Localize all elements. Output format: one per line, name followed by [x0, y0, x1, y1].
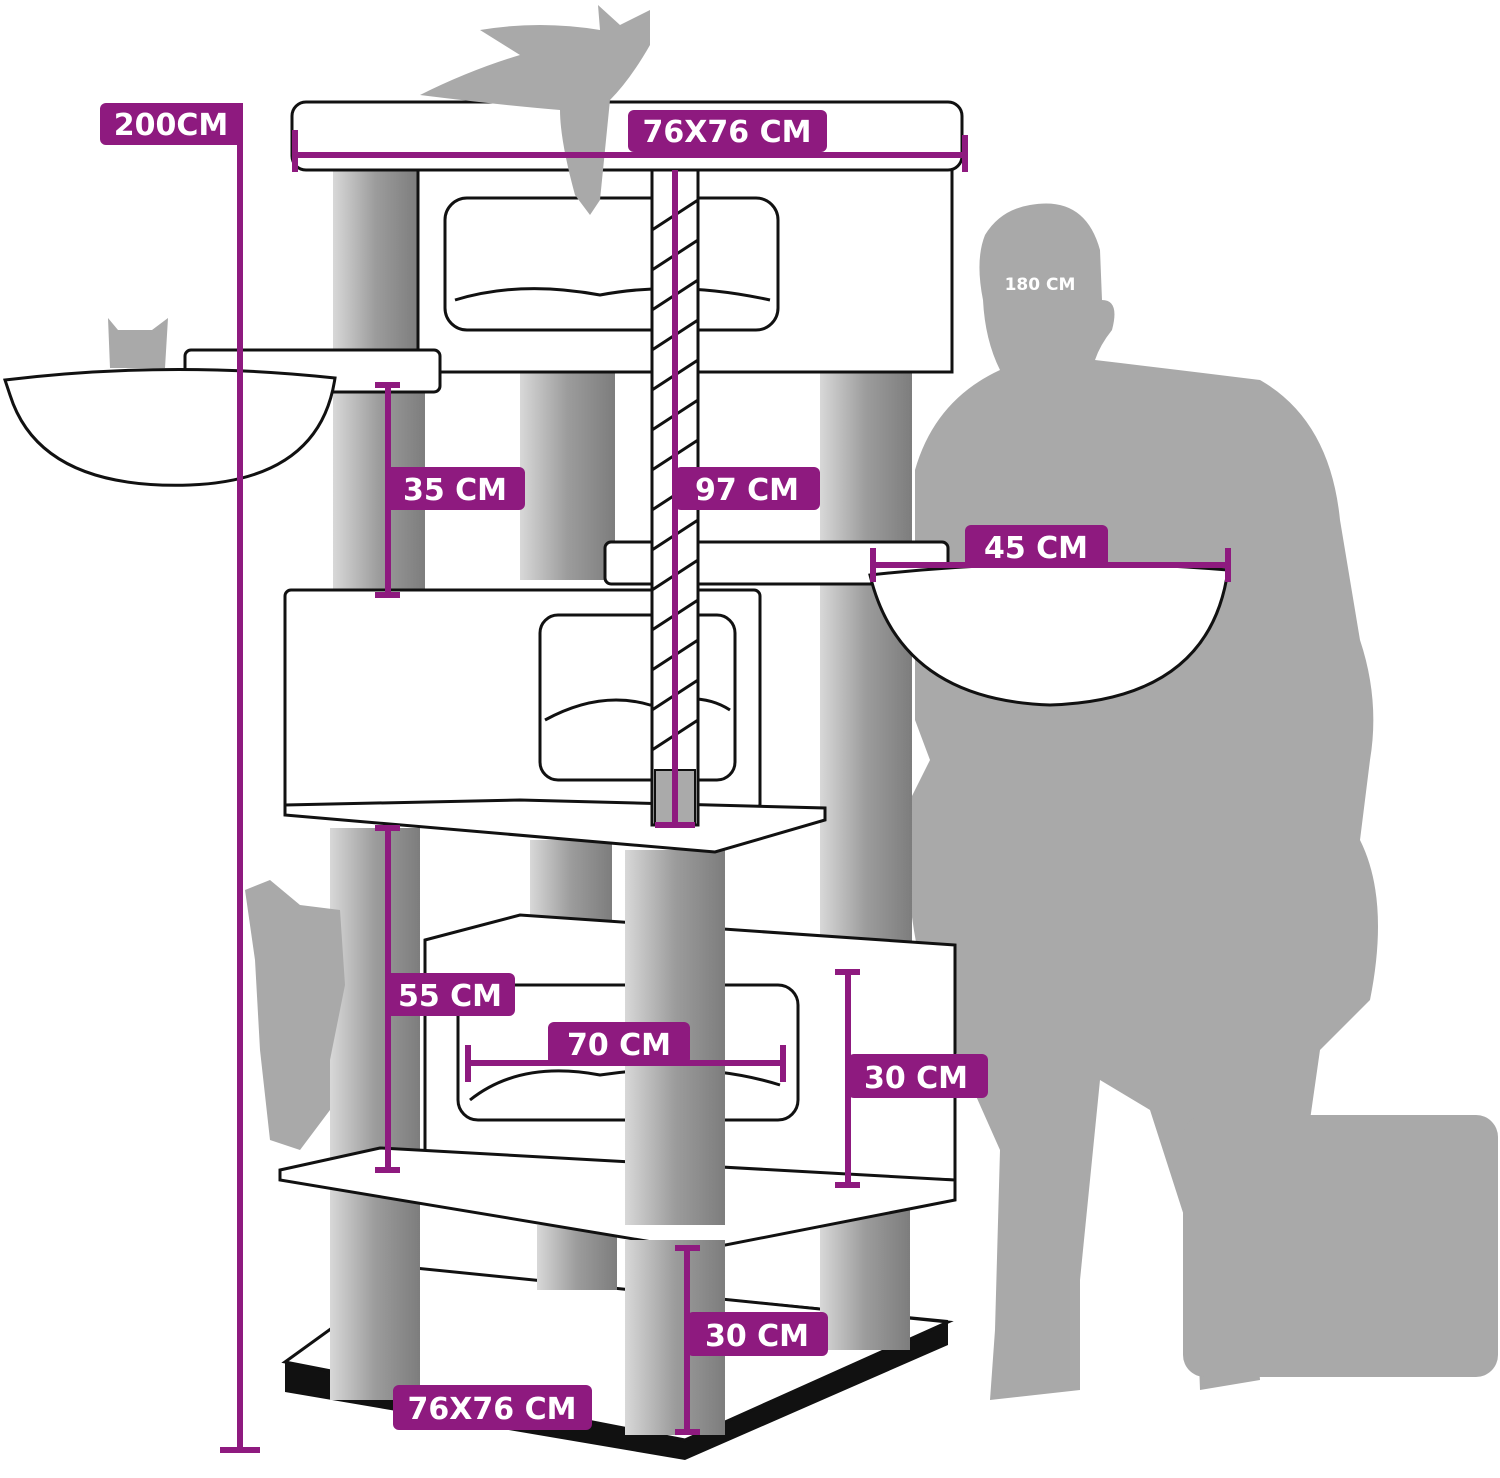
label-rope: 97 CM — [675, 467, 820, 510]
svg-text:55 CM: 55 CM — [398, 979, 502, 1014]
svg-text:97 CM: 97 CM — [695, 473, 799, 508]
bottom-platform — [278, 1146, 957, 1252]
middle-condo — [283, 588, 827, 854]
svg-text:76X76 CM: 76X76 CM — [408, 1392, 577, 1427]
label-total-height: 200CM — [100, 103, 243, 145]
person-silhouette: 180 CM — [907, 203, 1498, 1400]
svg-text:70 CM: 70 CM — [567, 1028, 671, 1063]
label-middle-post: 55 CM — [385, 973, 515, 1016]
label-upper-post: 35 CM — [385, 467, 525, 510]
cat-in-hammock — [108, 318, 168, 368]
label-bed-width: 70 CM — [548, 1022, 690, 1065]
svg-text:45 CM: 45 CM — [984, 531, 1088, 566]
svg-text:35 CM: 35 CM — [403, 473, 507, 508]
svg-text:30 CM: 30 CM — [864, 1061, 968, 1096]
label-lower-box: 30 CM — [848, 1054, 988, 1098]
label-base: 76X76 CM — [393, 1385, 592, 1430]
label-base-post: 30 CM — [687, 1312, 828, 1356]
climbing-cat — [245, 880, 345, 1150]
label-hammock: 45 CM — [965, 525, 1108, 568]
svg-text:76X76 CM: 76X76 CM — [643, 115, 812, 150]
label-top-platform: 76X76 CM — [628, 110, 827, 152]
pouf — [1183, 1115, 1498, 1377]
posts — [330, 165, 912, 1400]
svg-text:30 CM: 30 CM — [705, 1319, 809, 1354]
cat-on-top — [420, 5, 650, 215]
person-height-label: 180 CM — [1005, 275, 1076, 295]
left-hammock — [2, 367, 337, 487]
svg-text:200CM: 200CM — [114, 108, 229, 143]
